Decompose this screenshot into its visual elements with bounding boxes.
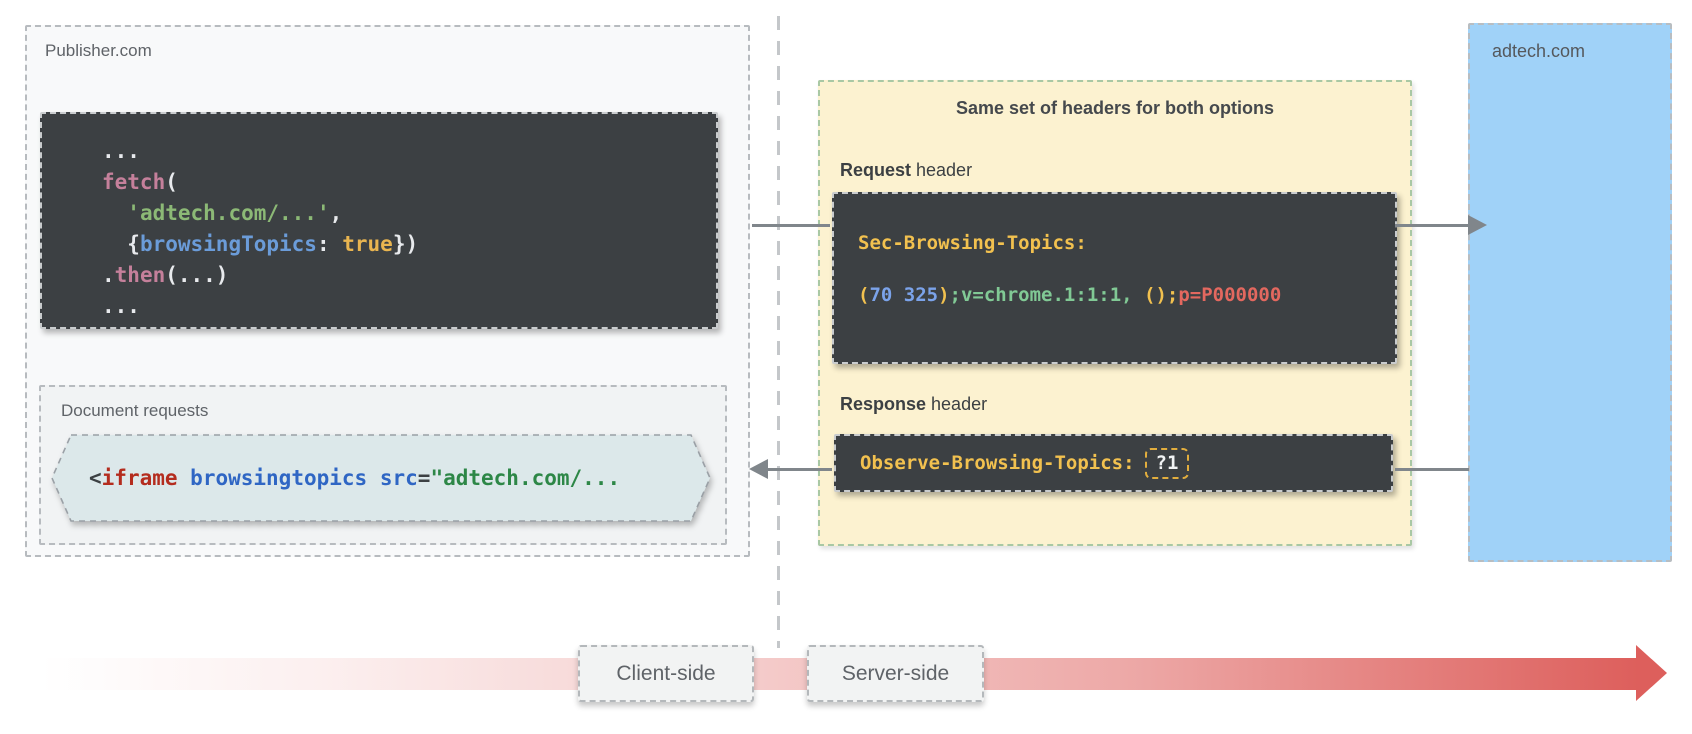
request-arrow-right-segment — [1395, 224, 1469, 227]
headers-panel: Same set of headers for both options Req… — [818, 80, 1412, 546]
response-header-label: Response header — [840, 394, 987, 415]
publisher-label: Publisher.com — [45, 41, 152, 60]
client-side-label-box: Client-side — [578, 645, 754, 702]
fetch-code: ... fetch( 'adtech.com/...', {browsingTo… — [102, 139, 419, 318]
iframe-hexagon: <iframe browsingtopics src="adtech.com/.… — [50, 434, 712, 522]
request-header-value: (70 325);v=chrome.1:1:1, ();p=P000000 — [858, 284, 1282, 306]
response-header-value-badge: ?1 — [1144, 447, 1190, 479]
hexagon-shape-icon — [51, 434, 711, 522]
request-header-label: Request header — [840, 160, 972, 181]
response-header-label-bold: Response — [840, 394, 927, 414]
fetch-code-block: ... fetch( 'adtech.com/...', {browsingTo… — [40, 112, 718, 329]
request-arrow-left-segment — [752, 224, 830, 227]
response-arrow-right-segment — [1395, 468, 1469, 471]
request-header-label-bold: Request — [840, 160, 912, 180]
document-requests-box: Document requests <iframe browsingtopics… — [39, 385, 727, 545]
request-header-name: Sec-Browsing-Topics: — [858, 232, 1087, 254]
headers-panel-title: Same set of headers for both options — [955, 98, 1275, 118]
server-side-label-box: Server-side — [807, 645, 984, 702]
request-arrowhead-icon — [1468, 215, 1487, 235]
iframe-code: <iframe browsingtopics src="adtech.com/.… — [89, 466, 621, 490]
client-side-label: Client-side — [616, 661, 716, 685]
request-header-code-box: Sec-Browsing-Topics: (70 325);v=chrome.1… — [832, 192, 1397, 364]
publisher-box: Publisher.com ... fetch( 'adtech.com/...… — [25, 25, 750, 557]
document-requests-label: Document requests — [61, 401, 209, 420]
response-header-label-rest: header — [926, 394, 988, 414]
response-header-code-box: Observe-Browsing-Topics: ?1 — [834, 434, 1393, 492]
response-header-name: Observe-Browsing-Topics: — [860, 452, 1135, 474]
request-header-label-rest: header — [911, 160, 973, 180]
response-arrow-left-segment — [766, 468, 832, 471]
adtech-label: adtech.com — [1492, 41, 1586, 61]
adtech-box: adtech.com — [1468, 23, 1672, 562]
timeline-arrowhead-icon — [1636, 645, 1667, 701]
server-side-label: Server-side — [841, 661, 950, 685]
client-server-separator — [777, 16, 780, 648]
response-arrowhead-icon — [749, 459, 768, 479]
